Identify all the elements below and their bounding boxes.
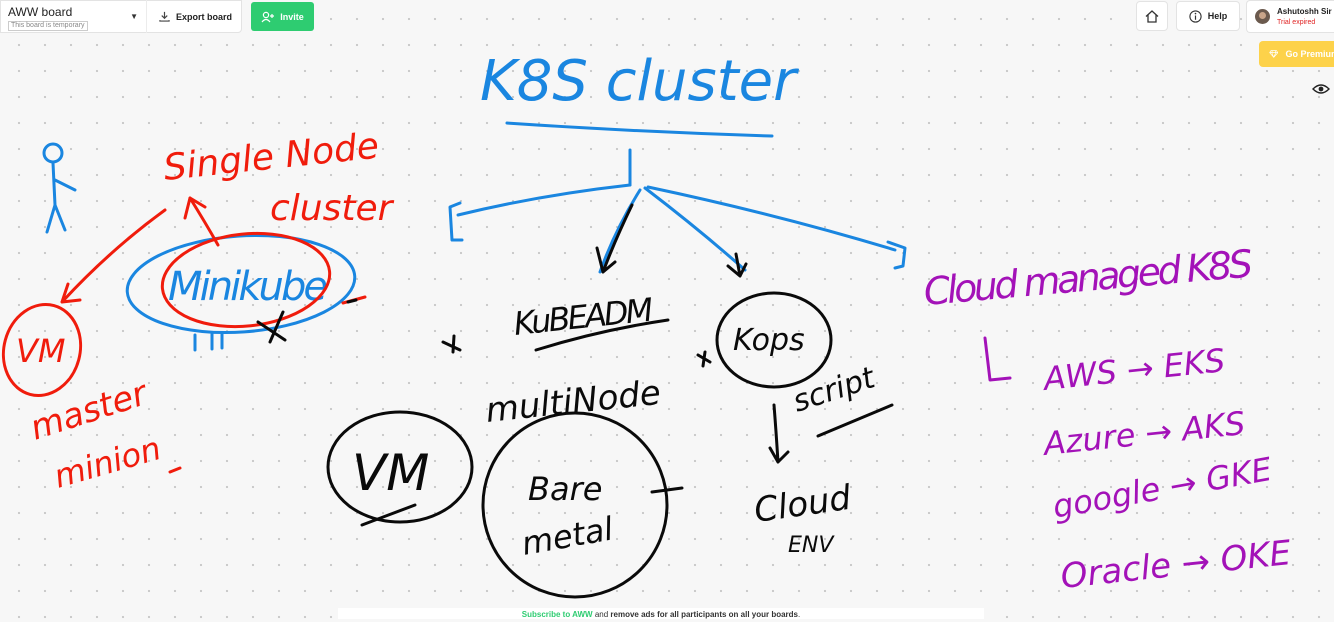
vm-arrow bbox=[60, 208, 167, 304]
help-button[interactable]: Help bbox=[1176, 1, 1240, 31]
cloud-item-azure: Azure → AKS bbox=[1040, 404, 1247, 463]
chevron-down-icon[interactable]: ▼ bbox=[130, 12, 138, 21]
env-text: ENV bbox=[788, 533, 835, 558]
bare-metal-cross bbox=[650, 486, 684, 494]
title-underline bbox=[505, 121, 774, 138]
cloud-item-aws: AWS → EKS bbox=[1040, 341, 1227, 398]
go-premium-button[interactable]: Go Premium bbox=[1259, 41, 1334, 67]
go-premium-label: Go Premium bbox=[1285, 49, 1334, 59]
user-name: Ashutoshh Sir bbox=[1277, 7, 1332, 16]
vm-black-text: VM bbox=[352, 444, 429, 502]
visibility-toggle[interactable] bbox=[1312, 82, 1330, 96]
board-toolbar: AWW board This board is temporary ▼ Expo… bbox=[0, 0, 242, 33]
single-node-arrow bbox=[183, 196, 220, 247]
tree-right-bracket bbox=[886, 240, 907, 270]
tree-mid-branch bbox=[643, 186, 747, 272]
minion-text: minion bbox=[50, 429, 165, 496]
minikube-highlight-ellipse bbox=[160, 231, 332, 329]
kubeadm-text: KuBEADM bbox=[512, 291, 655, 343]
invite-button[interactable]: Invite bbox=[251, 2, 314, 31]
script-text: script bbox=[789, 360, 880, 420]
subscribe-connector: and bbox=[592, 610, 611, 619]
cloud-arrow bbox=[983, 336, 1012, 382]
help-label: Help bbox=[1207, 11, 1228, 21]
home-button[interactable] bbox=[1136, 1, 1168, 31]
minikube-ellipse bbox=[125, 233, 357, 335]
subscribe-link[interactable]: Subscribe to AWW bbox=[521, 610, 593, 619]
metal-text: metal bbox=[519, 509, 616, 562]
invite-label: Invite bbox=[280, 11, 304, 22]
subscribe-banner: Subscribe to AWW and remove ads for all … bbox=[338, 608, 984, 619]
trial-status: Trial expired bbox=[1277, 19, 1316, 26]
kops-circle bbox=[715, 291, 833, 389]
cluster-red-text: cluster bbox=[270, 188, 395, 229]
vm-red-text: VM bbox=[16, 332, 66, 370]
bare-text: Bare bbox=[528, 470, 602, 508]
download-icon bbox=[159, 11, 170, 22]
tree-left-bracket bbox=[448, 201, 464, 242]
bare-metal-circle bbox=[481, 411, 669, 599]
board-name[interactable]: AWW board bbox=[8, 5, 73, 19]
user-menu[interactable]: Ashutoshh Sir Trial expired bbox=[1246, 0, 1334, 33]
arrow-to-kubeadm bbox=[595, 203, 634, 274]
vm-black-circle bbox=[326, 410, 474, 524]
master-text: master bbox=[25, 373, 153, 449]
cloud-item-oracle: Oracle → OKE bbox=[1059, 533, 1294, 597]
export-board-button[interactable]: Export board bbox=[147, 11, 232, 22]
stick-figure-head bbox=[42, 142, 64, 164]
board-temporary-note: This board is temporary bbox=[8, 21, 88, 31]
cloud-item-google: google → GKE bbox=[1050, 450, 1276, 526]
subscribe-end: . bbox=[798, 610, 801, 619]
export-board-label: Export board bbox=[176, 11, 233, 22]
minikube-marks bbox=[193, 331, 224, 352]
tree-left-branch bbox=[456, 183, 632, 217]
minikube-text: Minikube bbox=[168, 264, 328, 310]
script-arrow bbox=[768, 403, 790, 464]
avatar bbox=[1255, 9, 1270, 24]
stick-figure-body bbox=[45, 161, 77, 234]
add-user-icon bbox=[261, 11, 275, 22]
arrow-to-kops bbox=[726, 252, 748, 278]
kubeadm-underline bbox=[534, 318, 670, 352]
single-node-text: Single Node bbox=[162, 126, 381, 189]
board-selector[interactable]: AWW board This board is temporary ▼ bbox=[1, 0, 147, 33]
info-icon bbox=[1189, 9, 1202, 23]
kops-cross bbox=[696, 350, 712, 368]
home-icon bbox=[1145, 9, 1159, 23]
eye-icon bbox=[1312, 84, 1330, 94]
subscribe-benefit: remove ads for all participants on all y… bbox=[610, 610, 798, 619]
diamond-icon bbox=[1269, 50, 1279, 58]
kubeadm-cross bbox=[441, 334, 462, 354]
tree-right-branch bbox=[646, 185, 897, 252]
board-title-text: K8S cluster bbox=[480, 49, 799, 114]
tree-center-branch bbox=[598, 188, 642, 274]
black-dash-1 bbox=[346, 298, 358, 304]
vm-red-circle bbox=[1, 302, 83, 398]
multinode-text: multiNode bbox=[484, 373, 663, 431]
vm-black-slash bbox=[360, 503, 417, 527]
red-dash-1 bbox=[341, 295, 367, 305]
minikube-cross bbox=[256, 310, 287, 344]
kops-text: Kops bbox=[733, 323, 805, 358]
red-dash-2 bbox=[168, 466, 182, 474]
cloud-black-text: Cloud bbox=[752, 478, 854, 531]
cloud-managed-text: Cloud managed K8S bbox=[922, 241, 1255, 314]
script-underline bbox=[816, 403, 894, 438]
